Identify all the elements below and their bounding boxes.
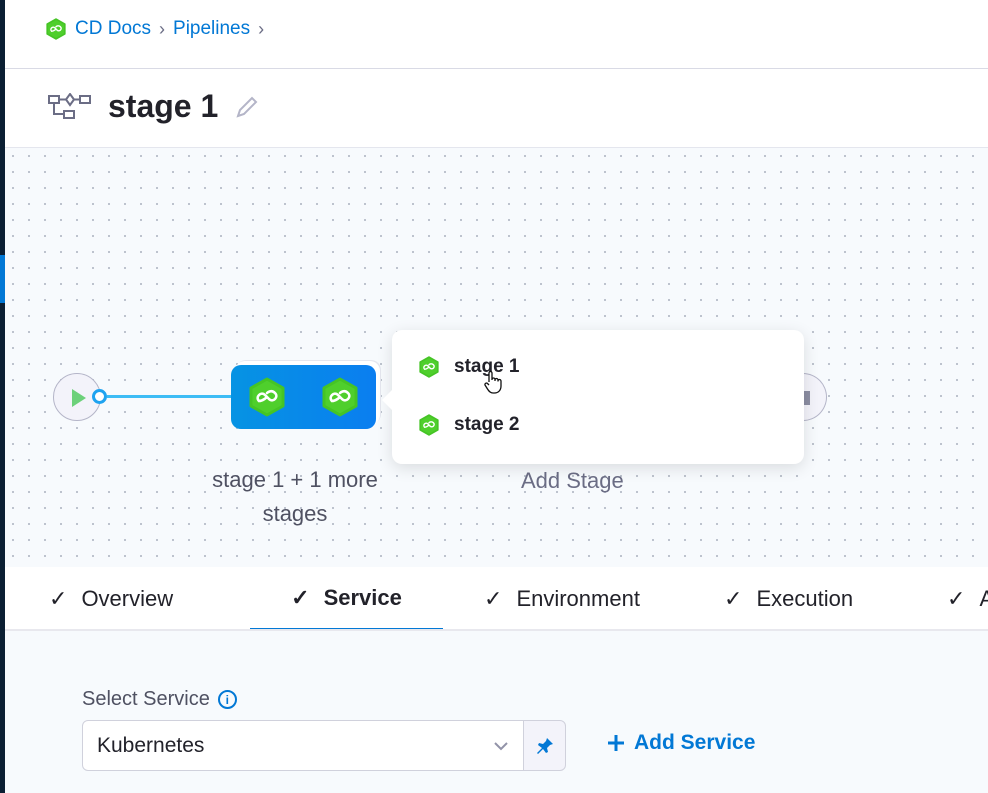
check-icon: ✓: [291, 584, 310, 610]
left-nav-strip: [0, 0, 5, 793]
select-service-label: Select Service i: [82, 688, 237, 711]
deploy-stage-icon: [418, 356, 440, 378]
tab-label: Environment: [516, 586, 640, 611]
breadcrumb: CD Docs › Pipelines ›: [45, 18, 264, 40]
popup-stage-item[interactable]: stage 2: [418, 414, 519, 436]
stage-group-label: stage 1 + 1 more stages: [212, 467, 378, 526]
add-service-button[interactable]: Add Service: [606, 731, 755, 755]
add-stage-label[interactable]: Add Stage: [521, 468, 624, 493]
tab-advanced[interactable]: ✓ Advanced: [947, 567, 988, 629]
hand-cursor-icon: [484, 370, 502, 394]
edit-pencil-icon[interactable]: [234, 94, 260, 120]
tab-service[interactable]: ✓ Service: [250, 567, 443, 629]
stage-tabs: ✓ Overview ✓ Service ✓ Environment ✓ Executi…: [5, 567, 988, 631]
add-service-label: Add Service: [634, 731, 756, 754]
stage-group-node[interactable]: [231, 365, 376, 429]
pipeline-stage-icon: [48, 92, 91, 119]
page-title: stage 1: [108, 88, 219, 124]
pin-icon: [536, 737, 553, 754]
deploy-stage-icon: [418, 414, 440, 436]
left-nav-active-indicator: [0, 255, 5, 303]
divider: [5, 68, 988, 69]
chevron-right-icon: ›: [258, 18, 265, 39]
start-port[interactable]: [92, 389, 107, 404]
pipeline-link: [107, 395, 233, 398]
stage-group-popup: stage 1 stage 2: [382, 330, 804, 464]
tab-execution[interactable]: ✓ Execution: [724, 567, 854, 629]
deploy-stage-icon: [320, 377, 360, 417]
check-icon: ✓: [947, 586, 966, 611]
popup-stage-item[interactable]: stage 1: [418, 356, 519, 378]
pipeline-canvas[interactable]: stage 1 + 1 more stages Add Stage stage …: [5, 147, 988, 567]
popup-stage-label: stage 2: [454, 414, 520, 435]
chevron-down-icon: [494, 741, 508, 750]
plus-icon: [608, 735, 624, 751]
tab-overview[interactable]: ✓ Overview: [49, 567, 174, 629]
tab-label: Execution: [756, 586, 854, 611]
service-select[interactable]: Kubernetes: [82, 720, 524, 771]
breadcrumb-pipelines[interactable]: Pipelines: [173, 18, 251, 39]
tab-label: Service: [323, 584, 402, 610]
breadcrumb-cd-docs[interactable]: CD Docs: [75, 18, 152, 39]
service-select-value: Kubernetes: [97, 733, 205, 757]
field-label: Select Service: [82, 688, 210, 710]
cd-module-icon: [45, 18, 67, 40]
pin-button[interactable]: [523, 720, 566, 771]
tab-label: Advanced: [979, 586, 988, 612]
popup-stage-label: stage 1: [454, 356, 520, 377]
tab-environment[interactable]: ✓ Environment: [484, 567, 640, 629]
page-header: stage 1: [48, 88, 260, 125]
check-icon: ✓: [49, 586, 68, 611]
tab-label: Overview: [81, 586, 174, 611]
deploy-stage-icon: [247, 377, 287, 417]
chevron-right-icon: ›: [159, 18, 166, 39]
check-icon: ✓: [484, 586, 503, 611]
info-icon[interactable]: i: [217, 690, 237, 709]
check-icon: ✓: [724, 586, 743, 611]
